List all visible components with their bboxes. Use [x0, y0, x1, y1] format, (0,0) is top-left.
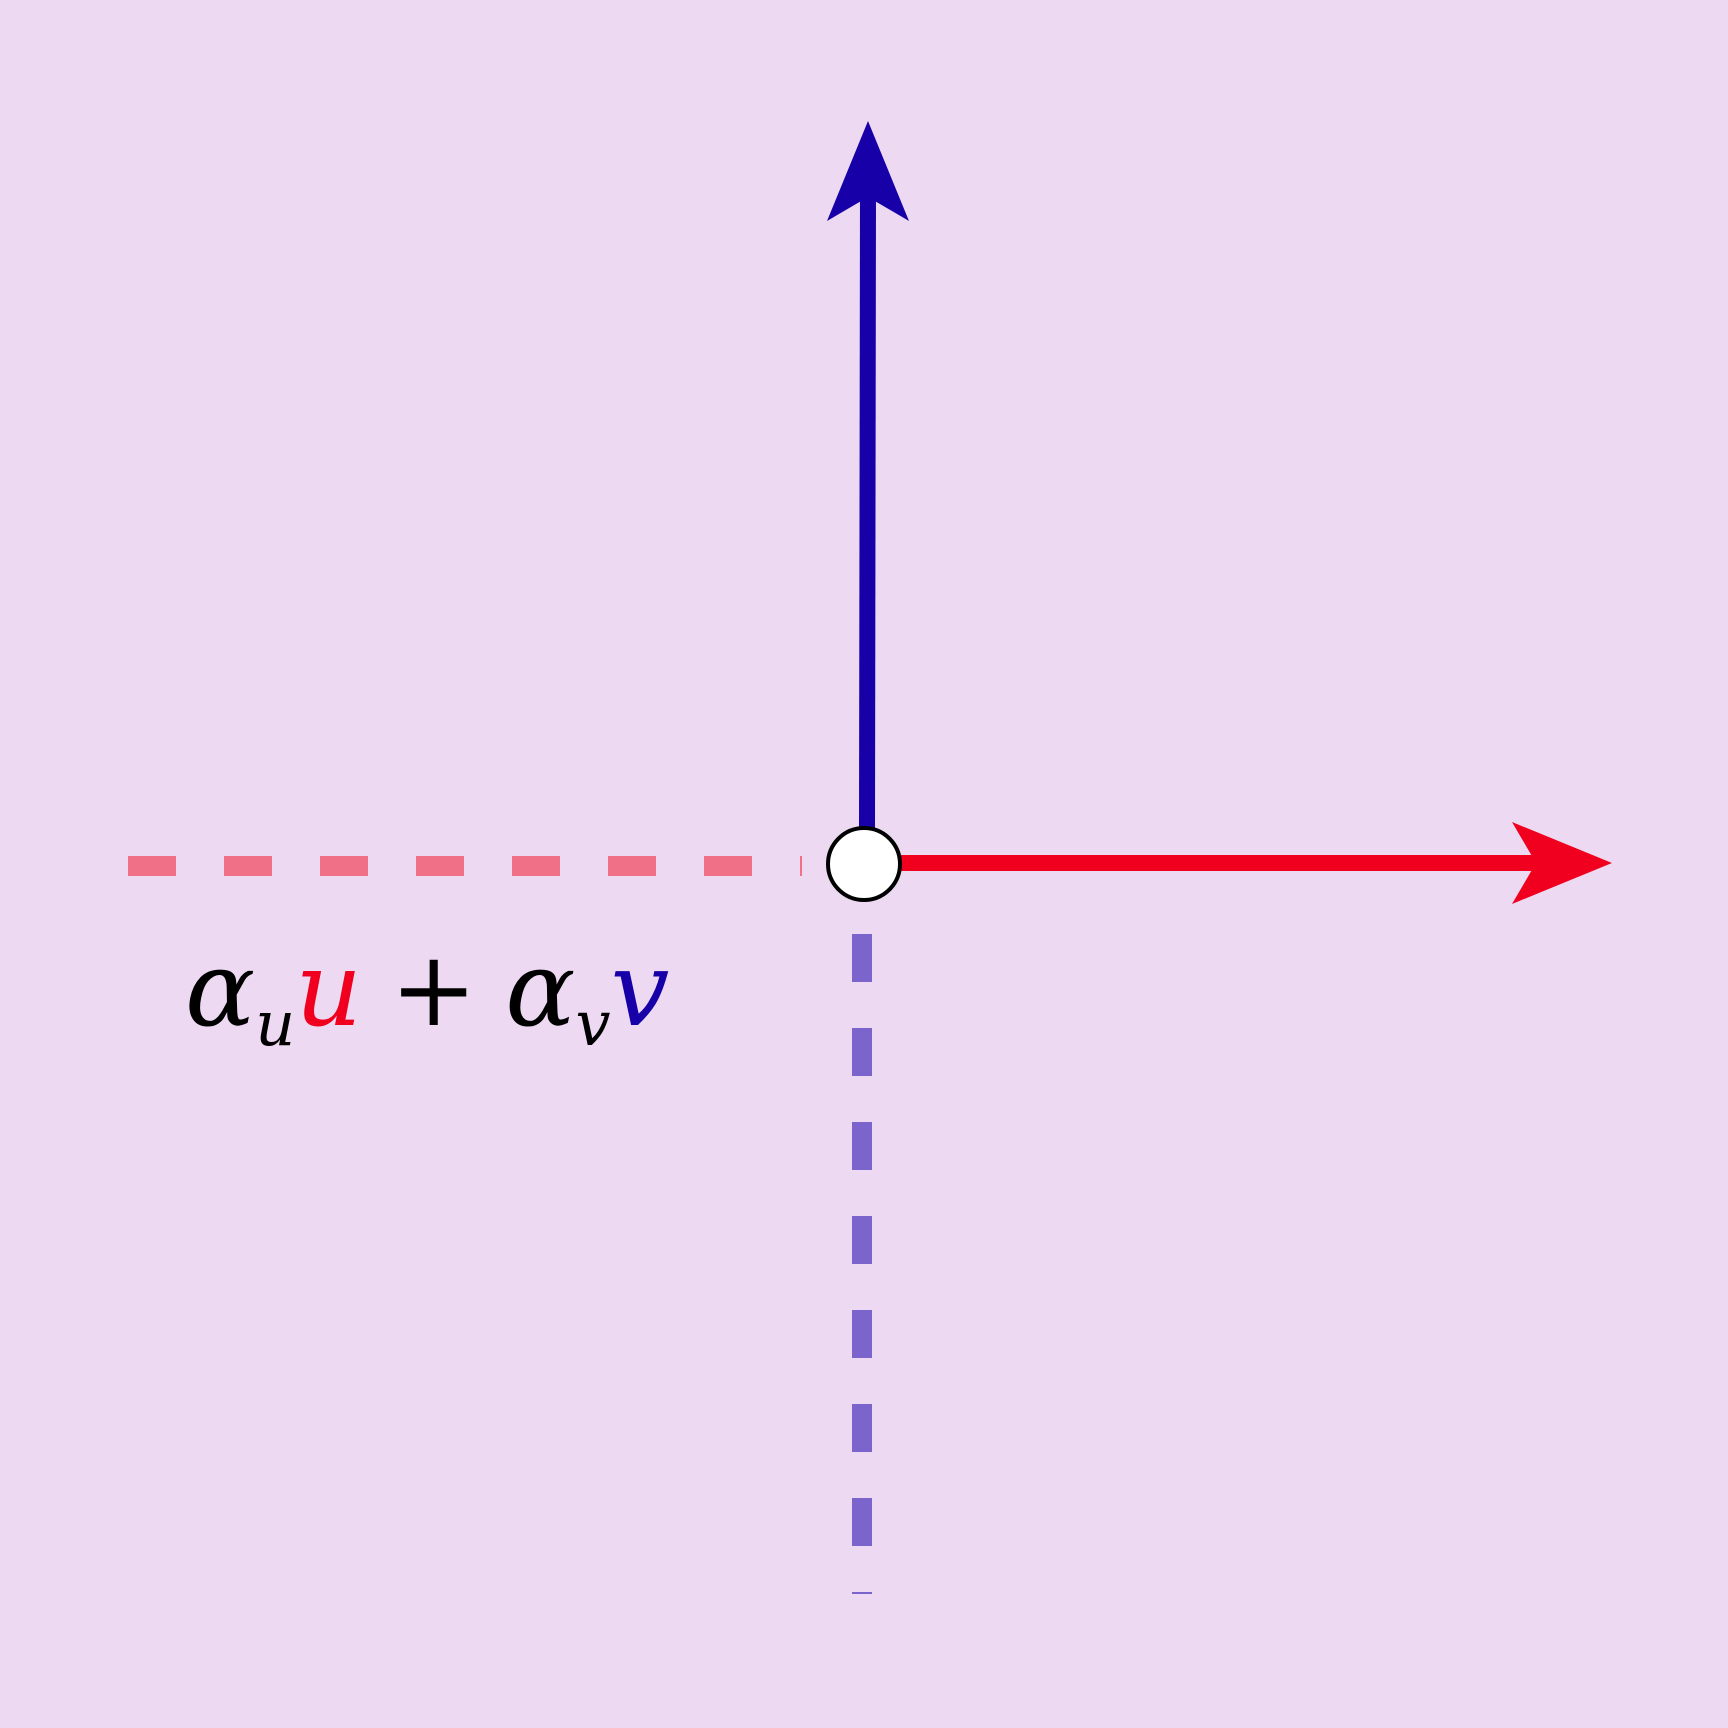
formula-alpha-u: α — [185, 928, 255, 1050]
formula-vector-u: u — [295, 928, 362, 1050]
formula-subscript-u: u — [255, 987, 295, 1060]
formula-alpha-v: α — [505, 928, 575, 1050]
formula-vector-v: v — [611, 928, 670, 1050]
formula-label: αuu+αvv — [185, 928, 669, 1060]
formula-plus: + — [390, 928, 477, 1050]
v-vector-shaft — [859, 189, 876, 831]
origin-point — [826, 826, 902, 902]
u-vector-arrowhead — [1512, 822, 1612, 904]
v-vector-arrowhead — [827, 121, 909, 221]
formula-subscript-v: v — [576, 987, 611, 1060]
